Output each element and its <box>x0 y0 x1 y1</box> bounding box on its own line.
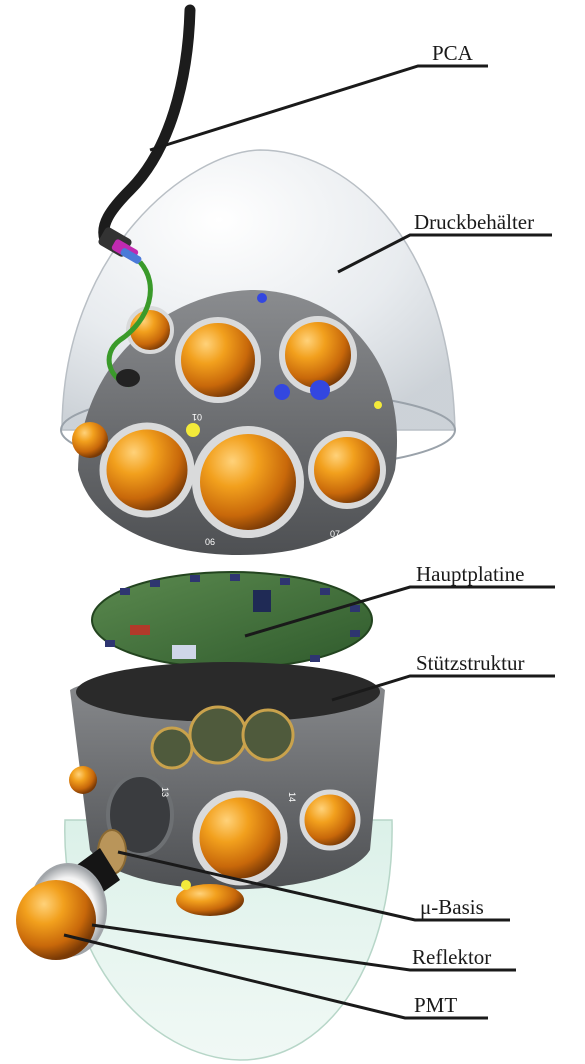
module-number: 07 <box>330 529 340 539</box>
label-mu-basis: μ-Basis <box>420 895 484 919</box>
pmt-sphere <box>311 434 383 506</box>
label-stuetzstruktur: Stützstruktur <box>416 651 525 675</box>
pmt-sphere <box>302 792 358 848</box>
module-number: 14 <box>287 792 297 802</box>
module-number: 06 <box>205 537 215 547</box>
led-blue <box>257 293 267 303</box>
cable-grommet <box>116 369 140 387</box>
module-number: 13 <box>160 787 170 797</box>
main-board <box>92 572 372 668</box>
led-yellow <box>374 401 382 409</box>
main-board-pcb <box>92 572 372 668</box>
label-druckbehaelter: Druckbehälter <box>414 210 534 234</box>
label-pca: PCA <box>432 41 474 65</box>
module-number: 05 <box>94 512 104 522</box>
pmt-sphere <box>196 430 300 534</box>
module-number: 01 <box>192 412 202 422</box>
pmt-sphere <box>178 320 258 400</box>
upper-hemisphere: 01 05 06 07 <box>61 10 455 555</box>
led-blue <box>310 380 330 400</box>
pmt-sphere <box>103 426 191 514</box>
labels: PCA Druckbehälter Hauptplatine Stützstru… <box>412 41 534 1017</box>
pmt-sphere <box>282 319 354 391</box>
board-component <box>130 625 150 635</box>
leader-pca <box>150 66 488 150</box>
label-reflektor: Reflektor <box>412 945 491 969</box>
label-hauptplatine: Hauptplatine <box>416 562 524 586</box>
pmt-sphere <box>69 766 97 794</box>
led-blue <box>274 384 290 400</box>
label-pmt: PMT <box>414 993 457 1017</box>
pmt-sphere <box>72 422 108 458</box>
led-yellow <box>186 423 200 437</box>
pmt-sphere <box>196 794 284 882</box>
pmt-photocathode <box>16 880 96 960</box>
led-yellow <box>181 880 191 890</box>
board-component <box>172 645 196 659</box>
board-chip <box>253 590 271 612</box>
